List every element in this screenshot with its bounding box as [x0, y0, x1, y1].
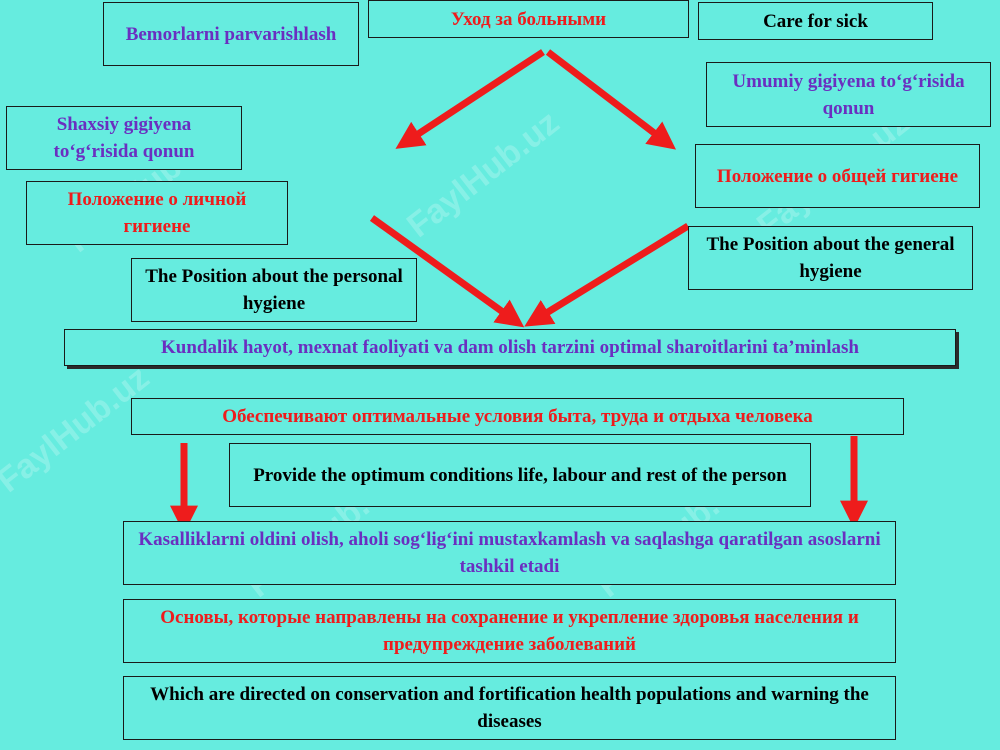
middle-uz-text: Kundalik hayot, mexnat faoliyati va dam … [161, 337, 859, 358]
bottom-uz-text: Kasalliklarni oldini olish, aholi sog‘li… [138, 529, 881, 577]
left-uz-box: Shaxsiy gigiyena to‘g‘risida qonun [6, 106, 242, 170]
right-en-box: The Position about the general hygiene [688, 226, 973, 290]
left-ru-text: Положение о личной гигиене [67, 189, 247, 237]
left-en-text: The Position about the personal hygiene [145, 266, 403, 314]
left-uz-text: Shaxsiy gigiyena to‘g‘risida qonun [53, 114, 195, 162]
arrow-top-to-right [545, 49, 677, 150]
right-ru-text: Положение о общей гигиене [716, 165, 959, 187]
middle-en-box: Provide the optimum conditions life, lab… [229, 443, 811, 507]
top-uz-text: Bemorlarni parvarishlash [125, 23, 337, 45]
top-en-box: Care for sick [698, 2, 933, 40]
middle-ru-box: Обеспечивают оптимальные условия быта, т… [131, 398, 904, 435]
middle-uz-box: Kundalik hayot, mexnat faoliyati va dam … [64, 329, 956, 366]
arrow-right-to-center [524, 223, 690, 327]
right-uz-text: Umumiy gigiyena to‘g‘risida qonun [732, 70, 965, 119]
middle-ru-text: Обеспечивают оптимальные условия быта, т… [222, 406, 813, 427]
middle-en-text: Provide the optimum conditions life, lab… [253, 464, 787, 486]
left-ru-box: Положение о личной гигиене [26, 181, 288, 245]
right-uz-box: Umumiy gigiyena to‘g‘risida qonun [706, 62, 991, 127]
right-ru-box: Положение о общей гигиене [695, 144, 980, 208]
arrow-top-to-left [395, 49, 545, 149]
top-ru-text: Уход за больными [450, 9, 607, 30]
bottom-ru-text: Основы, которые направлены на сохранение… [160, 607, 859, 655]
bottom-en-box: Which are directed on conservation and f… [123, 676, 896, 740]
left-en-box: The Position about the personal hygiene [131, 258, 417, 322]
bottom-en-text: Which are directed on conservation and f… [150, 684, 869, 732]
top-en-text: Care for sick [763, 10, 868, 32]
top-ru-box: Уход за больными [368, 0, 689, 38]
top-uz-box: Bemorlarni parvarishlash [103, 2, 359, 66]
arrow-left-to-center [369, 215, 525, 328]
right-en-text: The Position about the general hygiene [706, 234, 955, 282]
bottom-ru-box: Основы, которые направлены на сохранение… [123, 599, 896, 663]
bottom-uz-box: Kasalliklarni oldini olish, aholi sog‘li… [123, 521, 896, 585]
